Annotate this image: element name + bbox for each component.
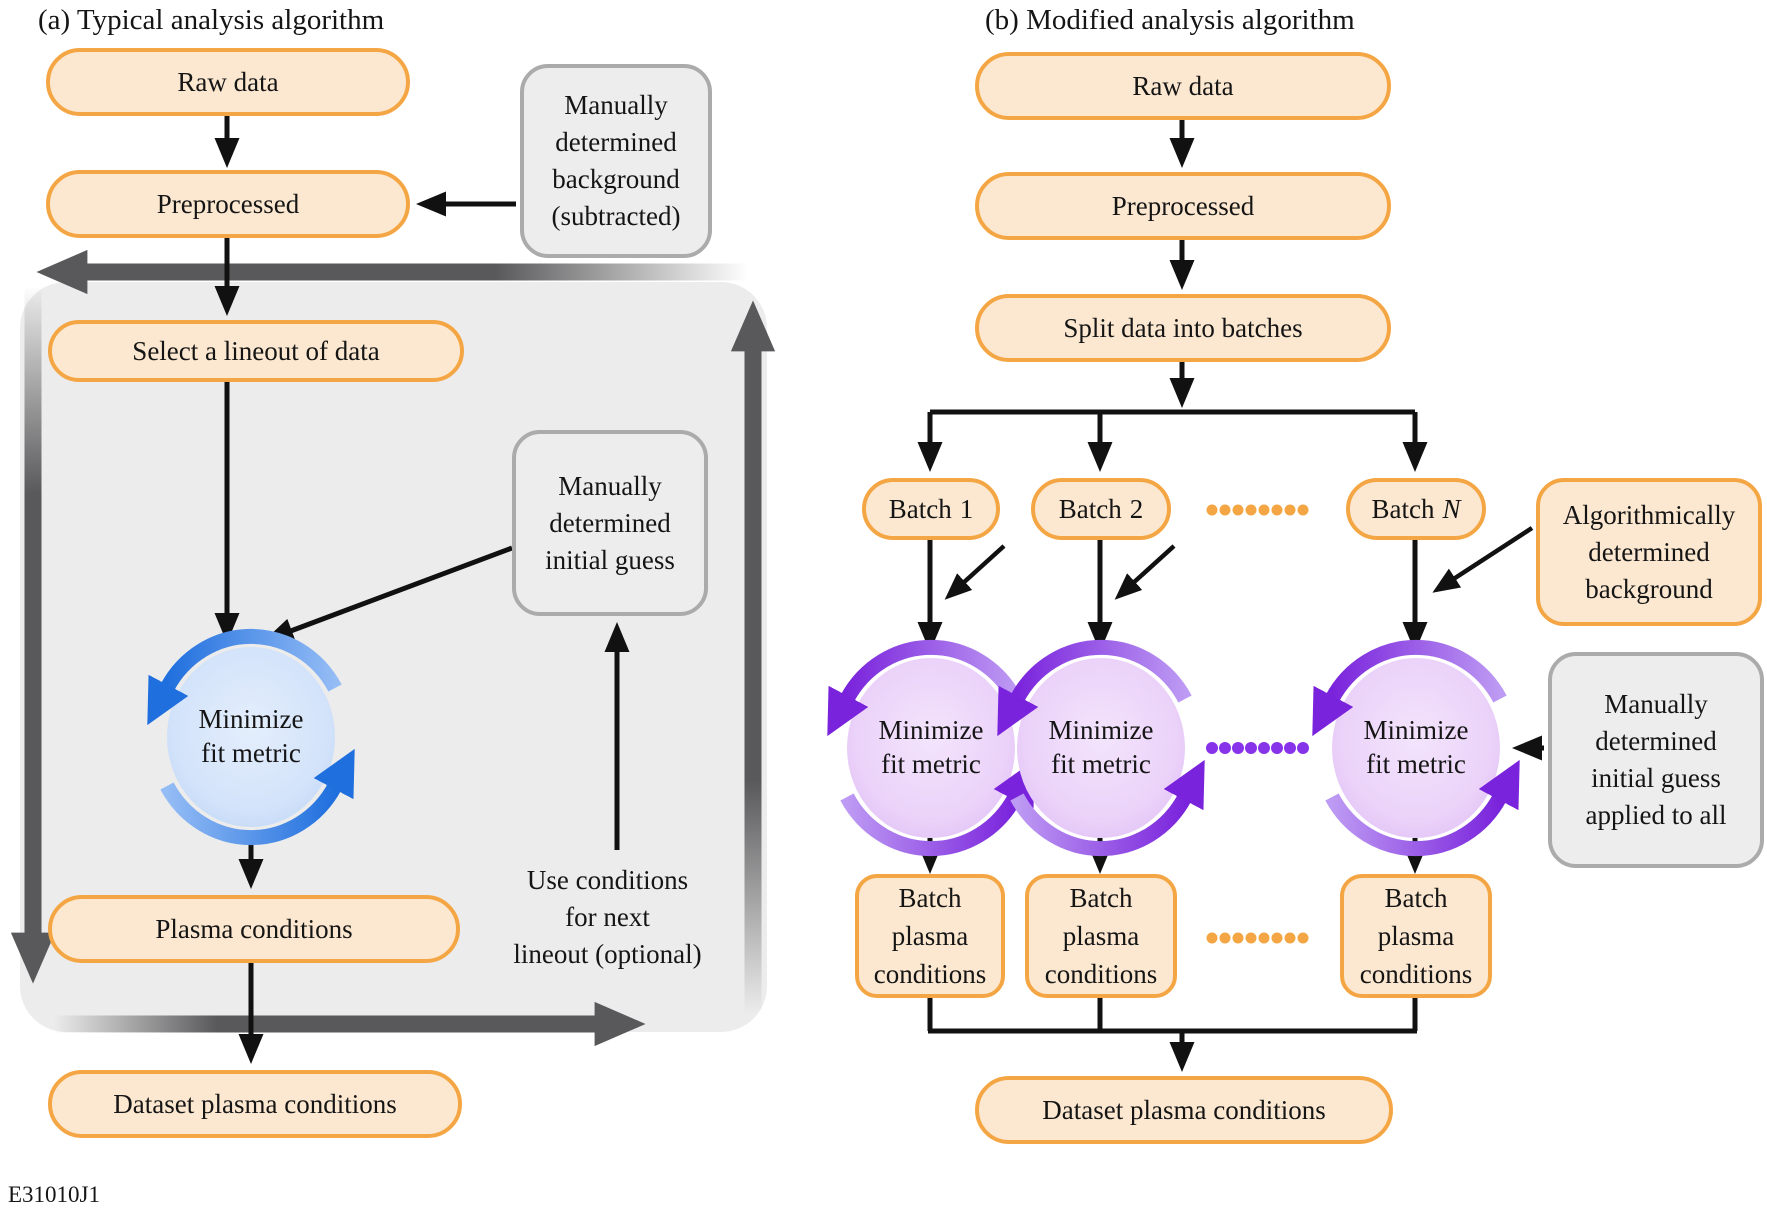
note-manual-background: Manually determined background (subtract…: [520, 64, 712, 258]
ellipsis-dots-bpc: [1206, 932, 1309, 944]
node-raw-data-b: Raw data: [975, 52, 1391, 120]
panel-b-title: (b) Modified analysis algorithm: [985, 4, 1355, 36]
node-dataset-plasma-a: Dataset plasma conditions: [48, 1070, 462, 1138]
cycle-arc-top-bN: [1312, 639, 1507, 737]
note-initial-guess-all: Manually determined initial guess applie…: [1548, 652, 1764, 868]
arrow-background-batch2: [1114, 544, 1176, 600]
note-algorithmic-background: Algorithmically determined background: [1536, 478, 1762, 626]
minimize-label-b2: Minimize fit metric: [1048, 715, 1154, 779]
cycle-arc-bottom-b1: [840, 759, 1035, 857]
node-preprocessed-b: Preprocessed: [975, 172, 1391, 240]
node-batch-plasma-1: Batch plasma conditions: [855, 874, 1005, 998]
node-split-batches: Split data into batches: [975, 294, 1391, 362]
minimize-label-a: Minimize fit metric: [198, 704, 304, 768]
loop-note: Use conditions for next lineout (optiona…: [513, 865, 702, 969]
node-plasma-conditions: Plasma conditions: [48, 895, 460, 963]
cycle-arc-bottom-bN: [1325, 759, 1520, 857]
ellipsis-dots-batches: [1206, 504, 1309, 516]
node-batch-plasma-n: Batch plasma conditions: [1340, 874, 1492, 998]
minimize-label-bN: Minimize fit metric: [1363, 715, 1469, 779]
panel-a-title: (a) Typical analysis algorithm: [38, 4, 385, 36]
node-select-lineout: Select a lineout of data: [48, 320, 464, 382]
ellipsis-dots-minimize: [1206, 742, 1309, 754]
note-manual-initial-guess: Manually determined initial guess: [512, 430, 708, 616]
node-batch-plasma-2: Batch plasma conditions: [1025, 874, 1177, 998]
merge-lines: [927, 998, 1418, 1034]
node-preprocessed-a: Preprocessed: [46, 170, 410, 238]
node-raw-data-a: Raw data: [46, 48, 410, 116]
arrow-background-batch1: [944, 544, 1006, 600]
cycle-arc-top-b2: [997, 639, 1192, 737]
cycle-arc-bottom-b2: [1010, 759, 1205, 857]
cycle-arc-top-b1: [827, 639, 1022, 737]
minimize-label-b1: Minimize fit metric: [878, 715, 984, 779]
figure-id: E31010J1: [8, 1182, 100, 1207]
node-dataset-plasma-b: Dataset plasma conditions: [975, 1076, 1393, 1144]
